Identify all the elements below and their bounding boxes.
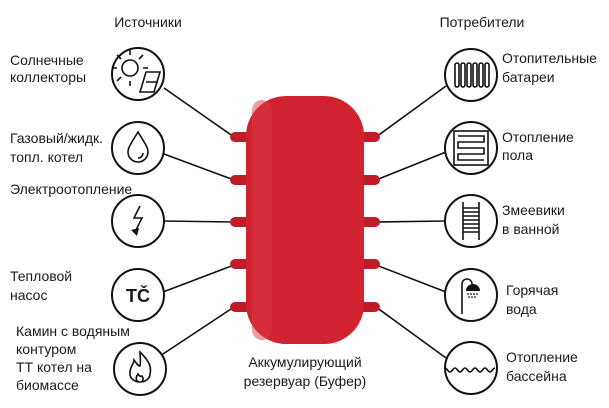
consumer-floor-heating: Отопление пола — [444, 121, 574, 175]
pool-icon — [444, 367, 496, 373]
source-label: Камин с водяным — [16, 323, 130, 339]
source-label: насос — [10, 287, 47, 303]
consumer-label: пола — [502, 147, 533, 163]
source-label: топл. котел — [10, 149, 83, 165]
source-label: Электроотопление — [10, 181, 132, 197]
consumer-label: Отопительные — [502, 50, 597, 66]
buffer-tank — [230, 96, 380, 344]
source-label: коллекторы — [10, 69, 86, 85]
drop-icon — [127, 130, 149, 163]
source-label: биомассе — [16, 377, 79, 393]
consumer-hot-water: Горячая вода — [444, 268, 558, 322]
consumer-pool: Отопление бассейна — [444, 341, 578, 395]
consumer-label: вода — [506, 301, 537, 317]
consumer-label: Горячая — [506, 282, 558, 298]
consumer-label: батареи — [502, 69, 555, 85]
flame-icon — [129, 350, 152, 383]
floor-heating-icon — [453, 130, 489, 166]
connection-lines — [159, 85, 447, 359]
source-solar: Солнечные коллекторы — [10, 47, 165, 101]
consumer-label: Змеевики — [502, 202, 565, 218]
consumer-label: в ванной — [502, 221, 559, 237]
heat-pump-icon: TČ — [126, 285, 150, 306]
shower-icon — [461, 278, 480, 314]
source-label: контуром — [16, 341, 76, 357]
source-heat-pump: Тепловой насос TČ — [10, 268, 165, 322]
radiator-icon — [454, 62, 490, 88]
source-fireplace: Камин с водяным контуром ТТ котел на био… — [16, 323, 167, 396]
source-electric: Электроотопление — [10, 181, 165, 248]
consumer-label: Отопление — [506, 349, 578, 365]
source-label: Тепловой — [10, 268, 72, 284]
solar-collector-icon — [112, 50, 162, 93]
source-label: Солнечные — [10, 52, 84, 68]
consumer-label: Отопление — [502, 129, 574, 145]
consumer-label: бассейна — [506, 368, 567, 384]
consumer-towel-rail: Змеевики в ванной — [444, 194, 565, 248]
tank-label-line1: Аккумулирующий — [248, 354, 361, 370]
tank-label-line2: резервуар (Буфер) — [244, 373, 367, 389]
source-label: ТТ котел на — [16, 359, 92, 375]
towel-rail-icon — [462, 202, 480, 240]
consumers-header: Потребители — [440, 14, 525, 30]
lightning-icon — [131, 205, 144, 236]
source-label: Газовый/жидк. — [10, 130, 103, 146]
consumer-radiators: Отопительные батареи — [444, 48, 597, 102]
source-gas-boiler: Газовый/жидк. топл. котел — [10, 121, 165, 175]
sources-header: Источники — [114, 14, 182, 30]
